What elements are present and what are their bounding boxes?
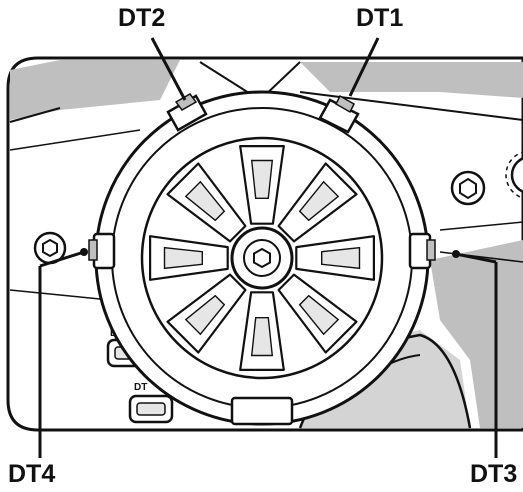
trim-tab-dt3 — [408, 232, 436, 270]
hub-nut — [253, 247, 271, 269]
panel-mark-lower: DT — [134, 382, 147, 393]
leader-dt4-h — [39, 250, 85, 268]
top-edge-line-3 — [9, 107, 61, 123]
screw-left — [33, 231, 67, 265]
spoke-window — [250, 159, 274, 200]
spoke-window — [321, 246, 361, 270]
callout-dt3: DT3 — [470, 460, 518, 488]
top-edge-line-2 — [299, 91, 523, 121]
steering-wheel — [88, 90, 436, 426]
spoke-window — [298, 294, 340, 336]
leader-dt1 — [348, 37, 380, 97]
shade-right — [430, 240, 523, 428]
screw-right — [450, 170, 486, 206]
spoke-window — [163, 246, 204, 270]
callout-dt2: DT2 — [118, 4, 166, 32]
callout-dt4: DT4 — [8, 460, 56, 488]
wheel-spokes — [149, 145, 375, 371]
wheel-bottom-tab — [230, 396, 294, 426]
wheel-rim — [140, 136, 384, 380]
leader-dt3-h — [455, 252, 497, 264]
left-diagonal-2 — [9, 289, 111, 301]
spoke-window — [184, 294, 226, 336]
callout-dt1: DT1 — [356, 4, 404, 32]
trim-tab-dt4 — [88, 232, 116, 270]
spoke-window — [250, 317, 274, 357]
right-diagonal-1 — [439, 221, 523, 231]
gear-right — [505, 151, 523, 199]
trim-tab-dt1 — [318, 94, 360, 134]
shade-top-left — [10, 60, 180, 120]
shade-top-right — [300, 62, 523, 98]
left-diagonal-1 — [9, 129, 141, 151]
switch-lower: DT — [128, 382, 174, 424]
spoke-window — [184, 180, 226, 222]
leader-lines — [38, 37, 498, 458]
leader-dt2 — [150, 37, 187, 101]
spoke-window — [298, 180, 340, 222]
leader-dots — [80, 248, 460, 258]
trim-tab-dt2 — [166, 93, 208, 132]
